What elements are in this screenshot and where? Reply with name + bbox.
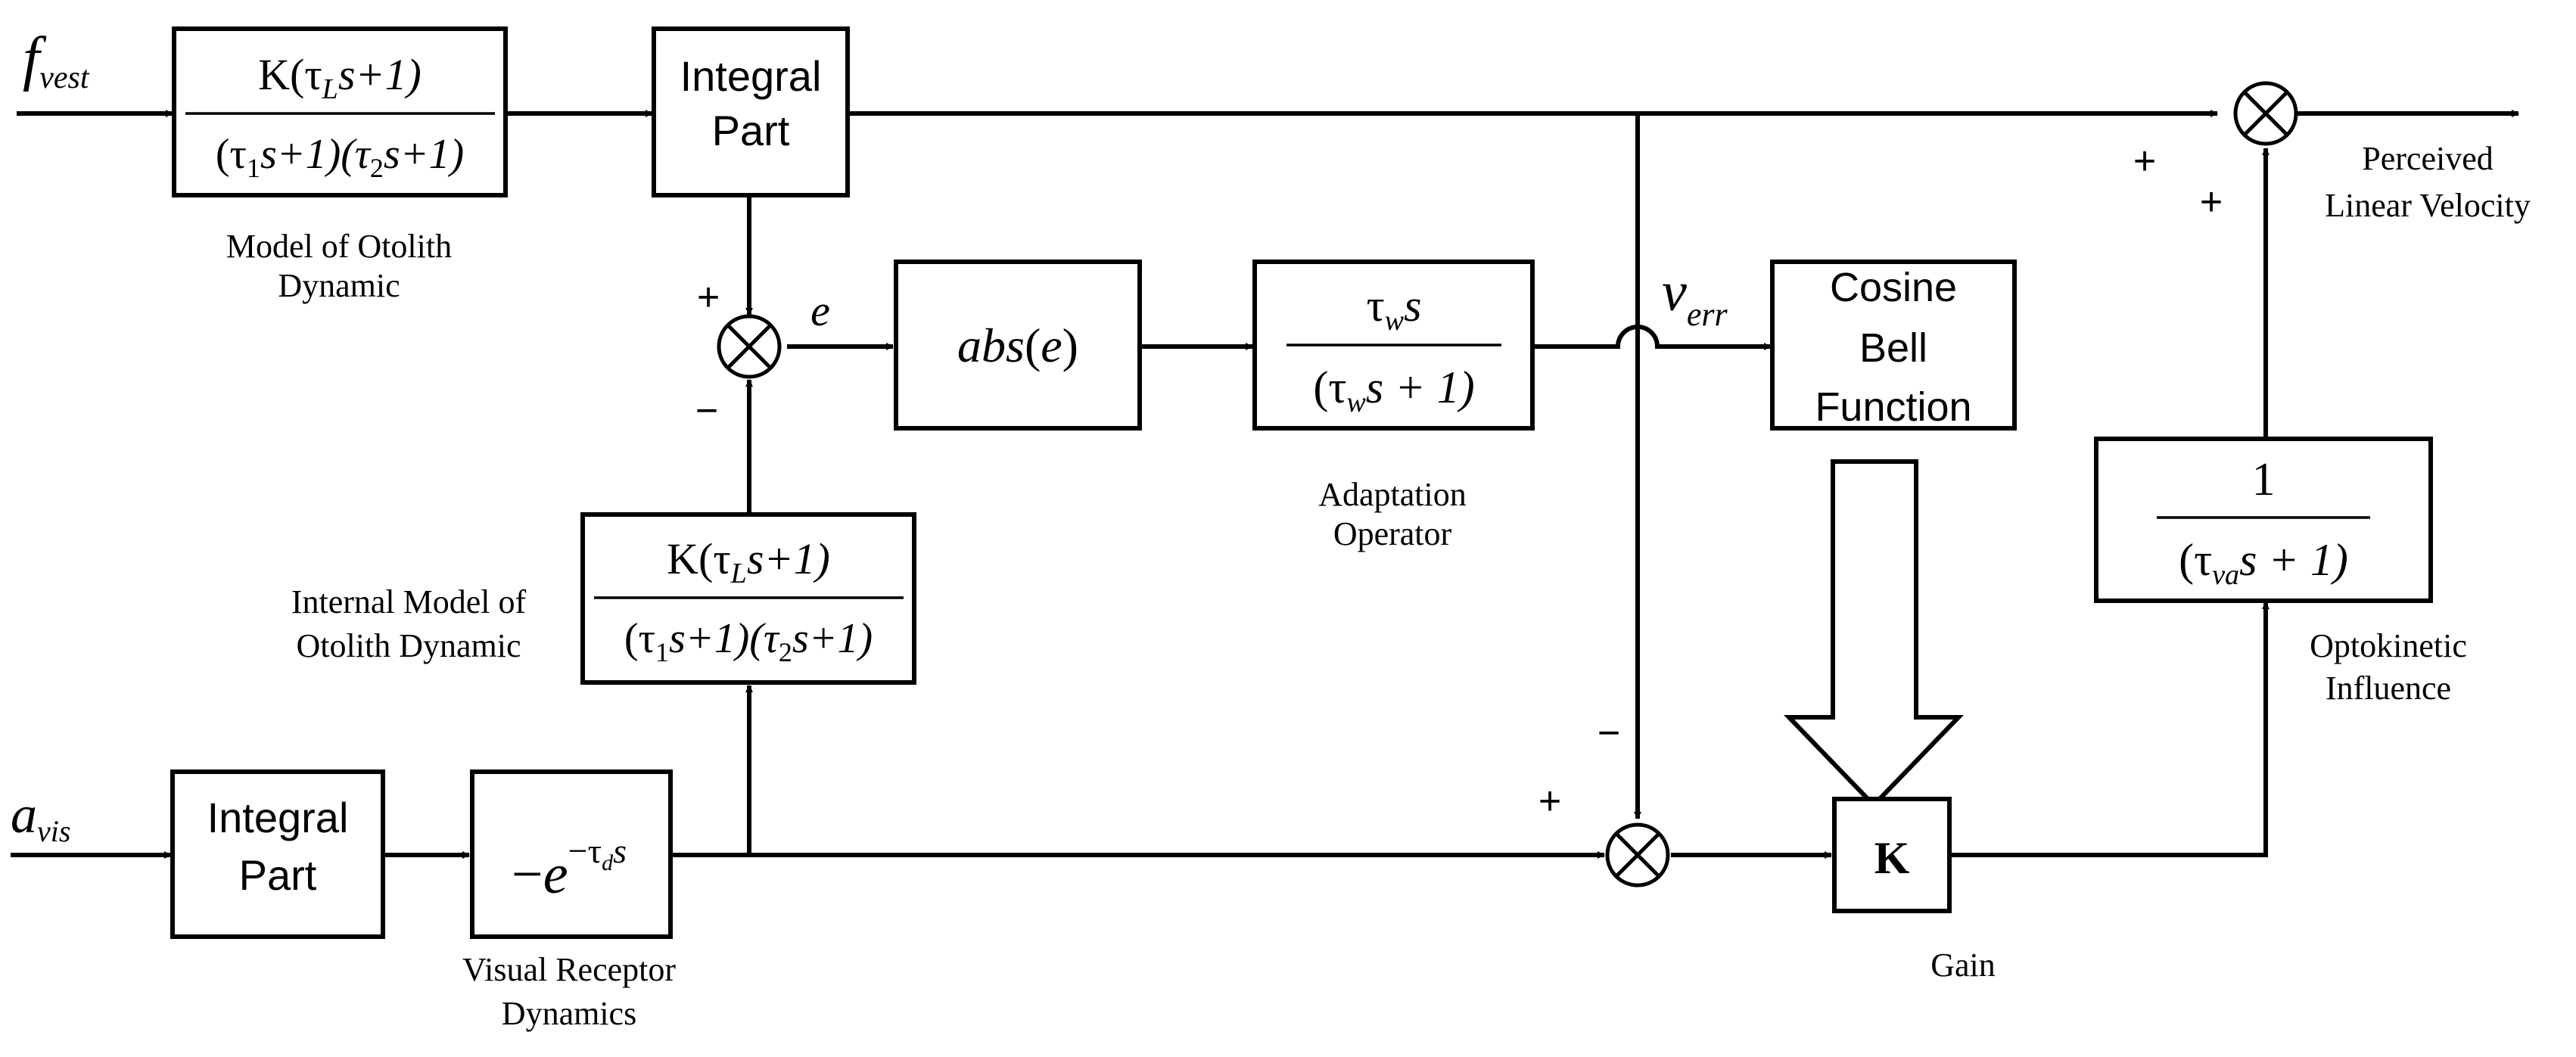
integral-bottom-label-2: Part — [239, 851, 317, 899]
cosine-bell-label-2: Bell — [1859, 325, 1927, 371]
integral-top-label-1: Integral — [680, 52, 822, 100]
cosine-bell-block: Cosine Bell Function — [1770, 260, 2017, 431]
signal-wires — [11, 110, 2519, 859]
input-fvest-label: fvest — [23, 26, 90, 95]
cosine-bell-label-1: Cosine — [1830, 265, 1957, 310]
optokinetic-block: 1 (τvas + 1) — [2094, 437, 2433, 603]
abs-block: abs(e) — [894, 260, 1142, 431]
visual-receptor-block: −e−τds — [470, 769, 673, 939]
integral-bottom-label-1: Integral — [207, 794, 349, 841]
optokinetic-numerator: 1 — [2252, 454, 2276, 505]
internal-model-block: K(τLs+1) (τ1s+1)(τ2s+1) — [580, 512, 916, 685]
wire-verr — [1532, 325, 1772, 350]
adaptation-block: τws (τws + 1) — [1252, 260, 1535, 431]
otolith-model-denominator: (τ1s+1)(τ2s+1) — [216, 131, 464, 183]
adaptation-numerator: τws — [1367, 281, 1422, 337]
error-sum-junction — [717, 314, 782, 379]
otolith-model-numerator: K(τLs+1) — [258, 50, 422, 105]
gain-caption: Gain — [1930, 947, 1996, 984]
signal-verr-label: verr — [1662, 261, 1728, 333]
optokinetic-denominator: (τvas + 1) — [2179, 535, 2348, 591]
output-sum-plus-bottom: + — [2200, 180, 2223, 224]
otolith-model-block: K(τLs+1) (τ1s+1)(τ2s+1) — [172, 26, 508, 197]
abs-expression: abs(e) — [957, 319, 1078, 372]
integral-top-block: Integral Part — [652, 26, 850, 197]
output-sum-junction — [2233, 81, 2298, 146]
gain-block: K — [1832, 797, 1952, 913]
error-sum-plus-sign: + — [697, 275, 720, 319]
internal-model-numerator: K(τLs+1) — [667, 534, 830, 589]
cosine-bell-label-3: Function — [1815, 384, 1971, 430]
wire-gain-to-optokinetic — [1949, 602, 2270, 857]
adaptation-denominator: (τws + 1) — [1313, 362, 1474, 418]
visual-receptor-expression: −e−τds — [512, 832, 627, 906]
gain-sum-junction — [1605, 822, 1670, 888]
error-sum-minus-sign: − — [695, 389, 718, 433]
signal-e-label: e — [810, 286, 830, 335]
modulation-arrow — [1783, 459, 1965, 809]
integral-bottom-block: Integral Part — [170, 769, 385, 939]
gain-label: K — [1874, 833, 1910, 883]
internal-model-denominator: (τ1s+1)(τ2s+1) — [624, 615, 873, 667]
gain-sum-plus-sign: + — [1538, 779, 1561, 823]
input-avis-label: avis — [11, 786, 70, 848]
output-sum-plus-left: + — [2133, 139, 2156, 183]
gain-sum-minus-sign: − — [1598, 711, 1620, 755]
integral-top-label-2: Part — [712, 107, 790, 154]
